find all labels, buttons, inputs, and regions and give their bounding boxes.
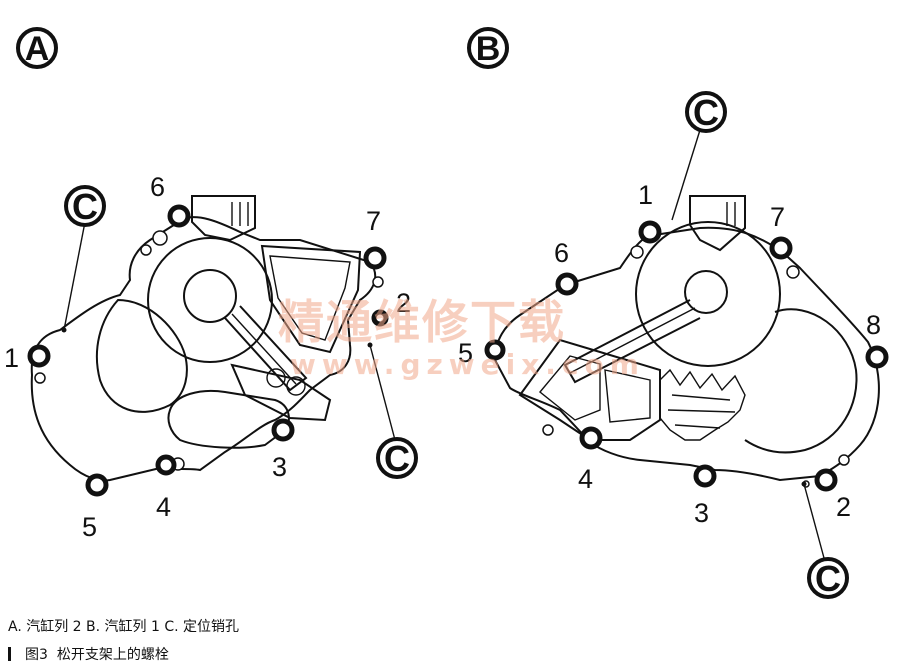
left-bolt-5 <box>85 473 109 497</box>
right-bolt-1 <box>638 220 662 244</box>
right-label-5: 5 <box>458 338 473 368</box>
left-label-6: 6 <box>150 172 165 202</box>
watermark-url: www.gzweix.com <box>290 348 645 381</box>
right-bolt-8 <box>865 345 889 369</box>
panel-letter-b: B <box>476 30 501 68</box>
right-bolt-5 <box>484 339 506 361</box>
locating-pin-hole-marker: C <box>376 437 418 479</box>
left-label-3: 3 <box>272 452 287 482</box>
svg-text:C: C <box>384 438 410 479</box>
right-label-3: 3 <box>694 498 709 528</box>
left-bolt-7 <box>363 246 387 270</box>
locating-pin-hole-marker: C <box>64 185 106 227</box>
svg-text:C: C <box>815 558 841 599</box>
caption-bar <box>8 647 11 661</box>
figure-caption: 图3 松开支架上的螺栓 <box>8 644 169 664</box>
left-label-1: 1 <box>4 343 19 373</box>
panel-marker-b: B <box>467 27 509 69</box>
locating-pin-hole-marker: C <box>685 91 727 133</box>
left-bolt-6 <box>167 204 191 228</box>
left-label-7: 7 <box>366 206 381 236</box>
left-bolt-1 <box>27 344 51 368</box>
locating-pin-hole-marker: C <box>807 557 849 599</box>
left-label-2: 2 <box>396 288 411 318</box>
right-label-1: 1 <box>638 180 653 210</box>
figure-title: 松开支架上的螺栓 <box>56 647 169 663</box>
panel-marker-a: A <box>16 27 58 69</box>
svg-text:C: C <box>693 92 719 133</box>
right-bolt-7 <box>769 236 793 260</box>
panel-letter-a: A <box>25 30 50 68</box>
right-label-2: 2 <box>836 492 851 522</box>
left-bolt-2 <box>371 309 389 327</box>
right-label-4: 4 <box>578 464 593 494</box>
right-label-8: 8 <box>866 310 881 340</box>
left-cover-drawing <box>27 195 396 497</box>
right-label-6: 6 <box>554 238 569 268</box>
left-bolt-3 <box>271 418 295 442</box>
figure-legend: A. 汽缸列 2 B. 汽缸列 1 C. 定位销孔 <box>8 619 240 635</box>
left-label-5: 5 <box>82 512 97 542</box>
right-bolt-3 <box>693 464 717 488</box>
svg-text:C: C <box>72 186 98 227</box>
left-bolt-4 <box>155 454 177 476</box>
right-bolt-4 <box>579 426 603 450</box>
right-bolt-6 <box>555 272 579 296</box>
left-label-4: 4 <box>156 492 171 522</box>
right-label-7: 7 <box>770 202 785 232</box>
right-cover-drawing <box>484 129 889 559</box>
right-bolt-2 <box>814 468 838 492</box>
watermark-text: 精通维修下载 <box>278 295 566 349</box>
figure-number: 图3 <box>25 647 48 663</box>
